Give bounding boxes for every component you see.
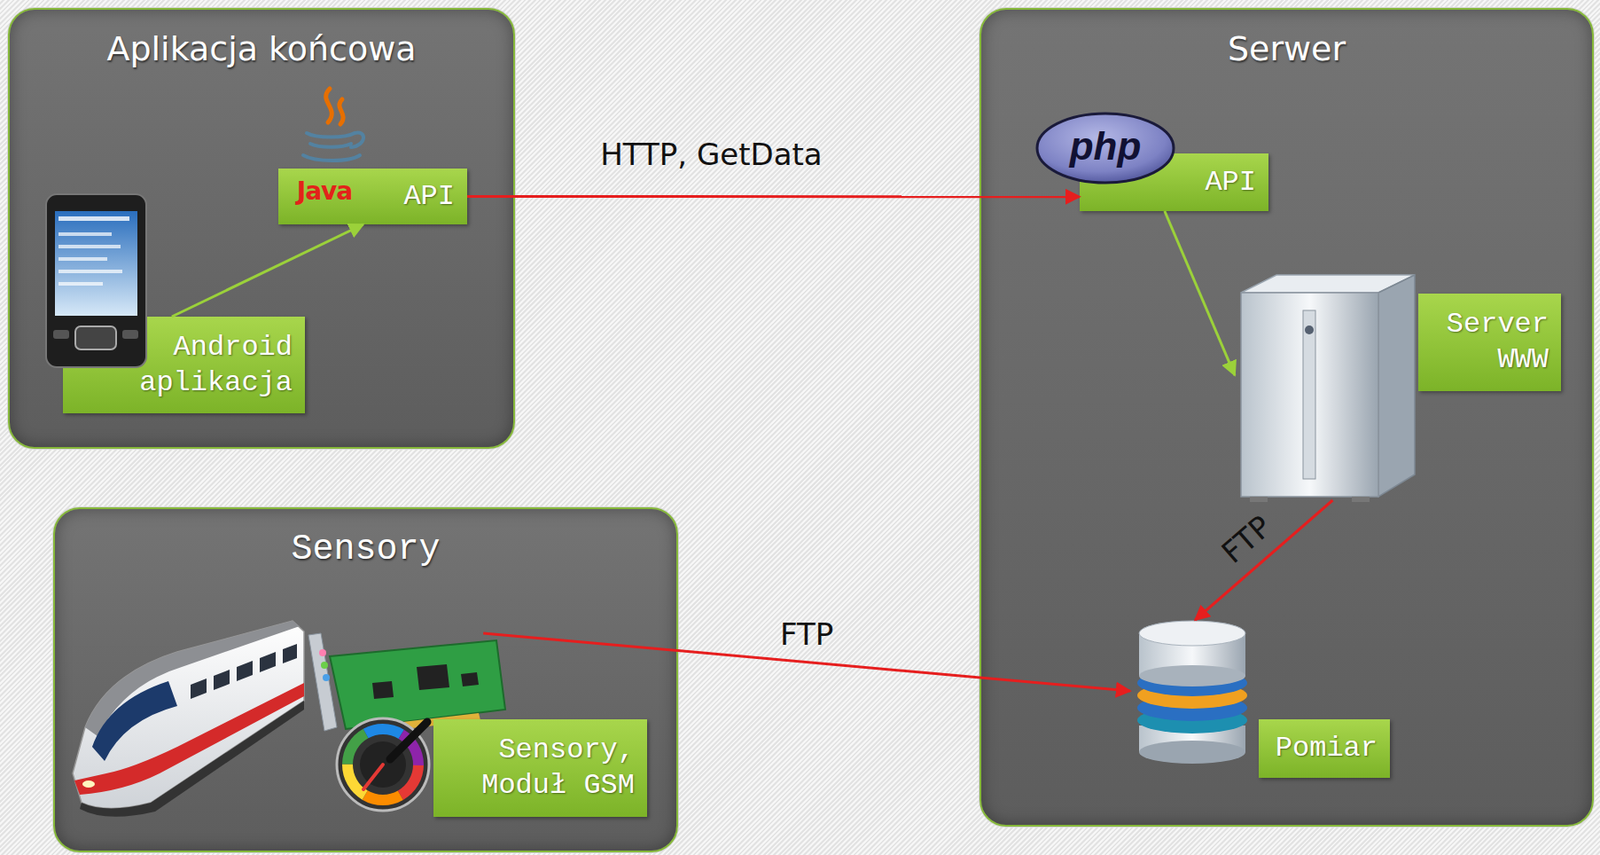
database-box: Pomiar xyxy=(1130,619,1390,778)
server-box: Server WWW xyxy=(1234,273,1561,500)
box-label: API xyxy=(278,168,468,225)
label-anchor: php xyxy=(1069,124,1142,169)
api-box: API xyxy=(278,168,468,225)
panel-heading: Aplikacja końcowa xyxy=(7,7,516,71)
edge-label-anchor: FTP xyxy=(780,616,834,652)
logo-text: Java xyxy=(296,176,352,206)
box-label: API xyxy=(1079,153,1269,211)
sensor-box: Sensory, Moduł GSM xyxy=(305,632,648,817)
protocol-label: FTP xyxy=(780,616,834,652)
client-panel: Aplikacja końcowaAPI Android aplikacja xyxy=(7,7,516,449)
box-label: Server WWW xyxy=(1418,293,1561,391)
logo-text: php xyxy=(1069,124,1142,169)
box-label: Sensory, Moduł GSM xyxy=(433,718,648,817)
sensor-panel: SensorySensory, Moduł GSM xyxy=(53,507,679,852)
box-label: Android aplikacja xyxy=(62,316,305,414)
edge-label-anchor: HTTP, GetData xyxy=(600,136,822,172)
panel-heading: Serwer xyxy=(979,7,1594,71)
box-label: Pomiar xyxy=(1258,718,1390,778)
protocol-label: HTTP, GetData xyxy=(600,136,822,172)
label-anchor: Java xyxy=(296,176,352,206)
api-box: API xyxy=(1079,153,1269,211)
app-box: Android aplikacja xyxy=(62,316,305,414)
panel-heading: Sensory xyxy=(53,507,679,571)
